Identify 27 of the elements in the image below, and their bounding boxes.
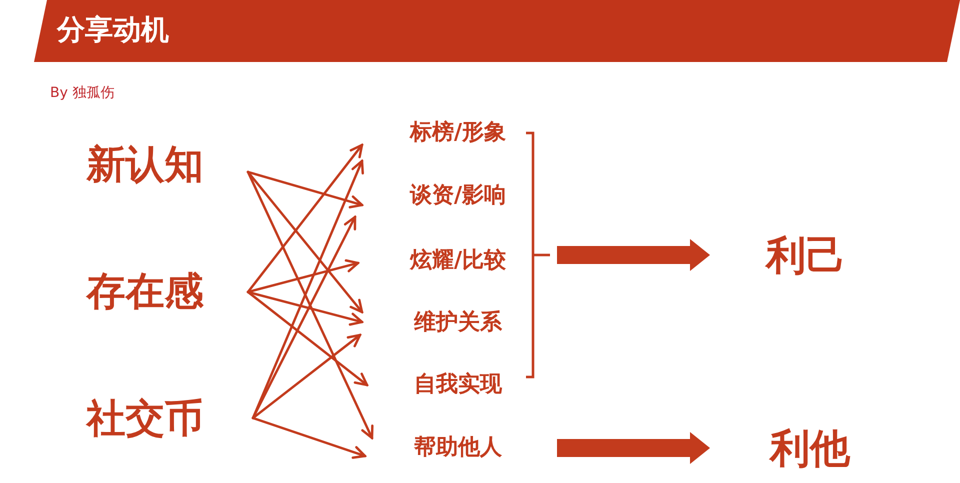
motive-label: 炫耀/比较 — [410, 250, 506, 272]
result-label: 利己 — [766, 236, 846, 276]
arrow — [246, 144, 364, 294]
arrow — [246, 259, 360, 294]
bracket — [524, 131, 552, 381]
arrow — [252, 334, 362, 420]
arrow — [246, 290, 364, 326]
arrow — [246, 170, 364, 208]
category-label: 新认知 — [86, 146, 204, 184]
category-label: 存在感 — [86, 272, 204, 312]
category-label: 社交币 — [86, 400, 204, 438]
motive-label: 维护关系 — [414, 312, 502, 334]
arrow — [252, 416, 366, 459]
motive-label: 帮助他人 — [414, 437, 502, 459]
motive-label: 标榜/形象 — [410, 122, 506, 144]
motive-label: 自我实现 — [414, 374, 502, 396]
arrow — [246, 170, 374, 440]
block-arrow — [557, 432, 710, 464]
result-label: 利他 — [770, 429, 850, 469]
byline: By 独孤伤 — [50, 85, 114, 102]
arrow — [246, 290, 368, 386]
motive-label: 谈资/影响 — [410, 185, 506, 207]
arrow — [252, 216, 356, 420]
block-arrow — [557, 239, 710, 271]
title-banner: 分享动机 — [34, 0, 960, 62]
arrow — [252, 160, 364, 420]
arrow — [246, 170, 364, 314]
